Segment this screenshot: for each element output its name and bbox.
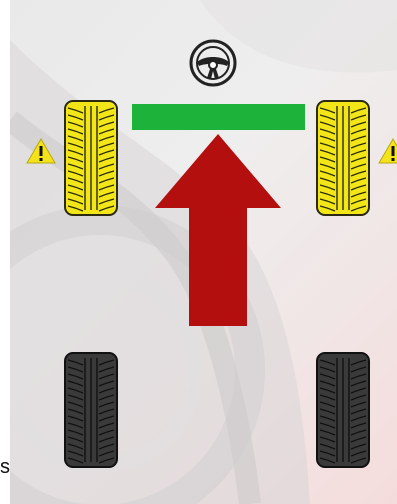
- warning-triangle-icon: [26, 138, 56, 164]
- tire-status-panel: [10, 0, 397, 504]
- tire-rear-left: [64, 352, 118, 468]
- tire-front-right: [316, 100, 370, 216]
- tire-rear-right-icon: [316, 352, 370, 468]
- edge-text: s: [0, 455, 12, 479]
- tire-rear-right: [316, 352, 370, 468]
- tire-front-left: [64, 100, 118, 216]
- tire-front-right-icon: [316, 100, 370, 216]
- steering-wheel-icon: [188, 38, 238, 88]
- direction-arrow: [155, 134, 281, 326]
- alignment-bar: [132, 104, 305, 130]
- warning-triangle-icon: [378, 138, 397, 164]
- tire-rear-left-icon: [64, 352, 118, 468]
- tire-front-left-icon: [64, 100, 118, 216]
